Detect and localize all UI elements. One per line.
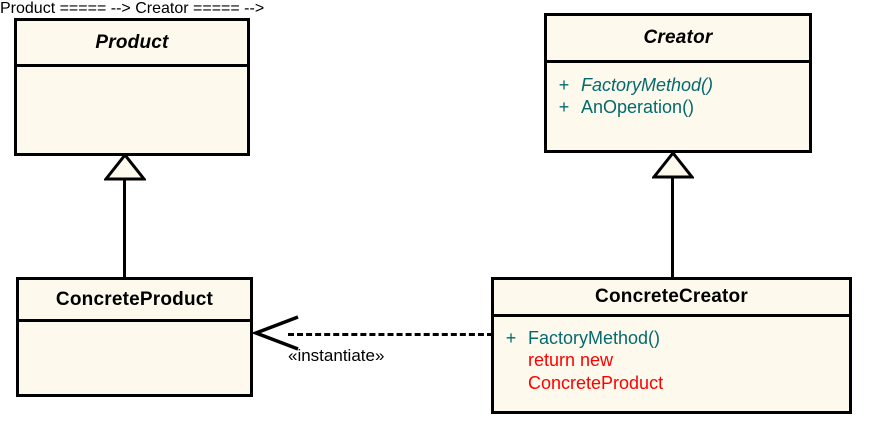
class-members-creator: + FactoryMethod() + AnOperation() — [547, 63, 809, 150]
generalization-triangle-creator — [652, 151, 694, 179]
class-box-creator[interactable]: Creator + FactoryMethod() + AnOperation(… — [544, 13, 812, 153]
generalization-line-creator — [671, 170, 674, 280]
visibility-marker: + — [558, 97, 570, 118]
note-text: return new — [528, 350, 614, 371]
class-name-concrete-creator: ConcreteCreator — [494, 280, 849, 317]
class-box-concrete-creator[interactable]: ConcreteCreator + FactoryMethod() return… — [491, 277, 852, 414]
note-indent — [494, 349, 528, 371]
visibility-marker: + — [558, 75, 570, 95]
note-text: ConcreteProduct — [528, 372, 664, 393]
class-box-product[interactable]: Product — [14, 18, 250, 156]
generalization-line-product — [123, 172, 126, 282]
member-row: + AnOperation() — [547, 96, 809, 118]
class-members-concrete-product — [19, 322, 250, 394]
member-name: FactoryMethod() — [528, 328, 661, 348]
member-row: + FactoryMethod() — [547, 74, 809, 96]
visibility-marker: + — [505, 328, 517, 348]
class-box-concrete-product[interactable]: ConcreteProduct — [16, 277, 253, 397]
class-name-product: Product — [17, 21, 247, 67]
class-name-concrete-product: ConcreteProduct — [19, 280, 250, 322]
instantiate-dependency-line — [288, 333, 493, 336]
class-members-product — [17, 67, 247, 153]
note-indent — [494, 372, 528, 394]
generalization-triangle-product — [104, 153, 146, 181]
member-note-line: ConcreteProduct — [494, 372, 849, 394]
instantiate-arrowhead-icon — [252, 315, 299, 351]
member-row: + FactoryMethod() — [494, 327, 849, 349]
member-name: FactoryMethod() — [581, 75, 714, 95]
member-name: AnOperation() — [581, 97, 695, 118]
class-name-creator: Creator — [547, 16, 809, 63]
class-members-concrete-creator: + FactoryMethod() return new ConcretePro… — [494, 317, 849, 411]
instantiate-stereotype-label: «instantiate» — [288, 346, 385, 365]
member-note-line: return new — [494, 349, 849, 371]
